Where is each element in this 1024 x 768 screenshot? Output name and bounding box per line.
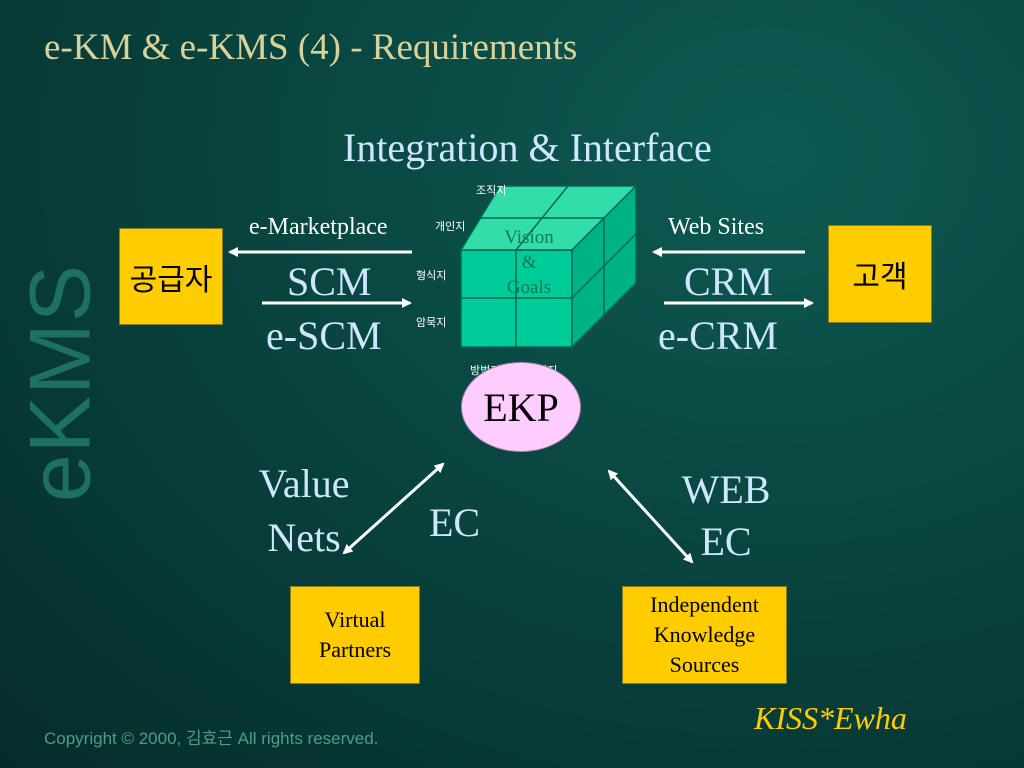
websites-label: Web Sites	[668, 214, 765, 240]
integration-heading: Integration & Interface	[343, 125, 712, 170]
knowledge-sources-line2: Knowledge	[653, 622, 756, 647]
cube-face-line3: Goals	[506, 277, 552, 298]
axis-label-left-mid: 형식지	[416, 269, 447, 282]
ec-label: EC	[429, 500, 481, 545]
customer-box: 고객	[828, 225, 932, 323]
web-ec-label: WEB EC	[668, 464, 784, 568]
virtual-partners-box: Virtual Partners	[290, 586, 420, 684]
axis-label-top: 조직지	[476, 184, 507, 197]
scm-label: SCM	[287, 259, 372, 304]
knowledge-sources-line3: Sources	[669, 652, 740, 677]
ecrm-label: e-CRM	[658, 313, 778, 358]
web-ec-line1: WEB	[681, 467, 771, 512]
supplier-box: 공급자	[119, 228, 223, 325]
copyright-notice: Copyright © 2000, 김효근 All rights reserve…	[44, 729, 379, 748]
web-ec-line2: EC	[700, 519, 752, 564]
value-nets-arrow	[342, 462, 445, 555]
ekp-ellipse: EKP	[461, 362, 581, 452]
axis-label-left-bottom: 암묵지	[416, 316, 447, 329]
ekp-label: EKP	[483, 384, 559, 430]
emarketplace-label: e-Marketplace	[249, 214, 388, 240]
axis-label-left-top: 개인지	[435, 220, 466, 233]
value-nets-label: Value Nets	[252, 457, 356, 565]
web-ec-arrow	[607, 469, 694, 564]
virtual-partners-line1: Virtual	[324, 607, 386, 632]
knowledge-sources-line1: Independent	[650, 592, 759, 617]
value-nets-line1: Value	[258, 461, 350, 506]
brand-mark: KISS*Ewha	[754, 700, 907, 736]
supplier-label: 공급자	[129, 263, 213, 297]
escm-label: e-SCM	[266, 313, 382, 358]
knowledge-sources-box: Independent Knowledge Sources	[622, 586, 787, 684]
slide-title: e-KM & e-KMS (4) - Requirements	[44, 27, 578, 68]
value-nets-line2: Nets	[267, 515, 341, 560]
knowledge-cube	[459, 184, 638, 349]
cube-face-label: Vision & Goals	[461, 225, 597, 300]
customer-label: 고객	[852, 261, 908, 294]
crm-label: CRM	[684, 259, 773, 304]
virtual-partners-line2: Partners	[318, 637, 392, 662]
cube-face-line2: &	[521, 252, 537, 273]
cube-face-line1: Vision	[504, 227, 554, 248]
